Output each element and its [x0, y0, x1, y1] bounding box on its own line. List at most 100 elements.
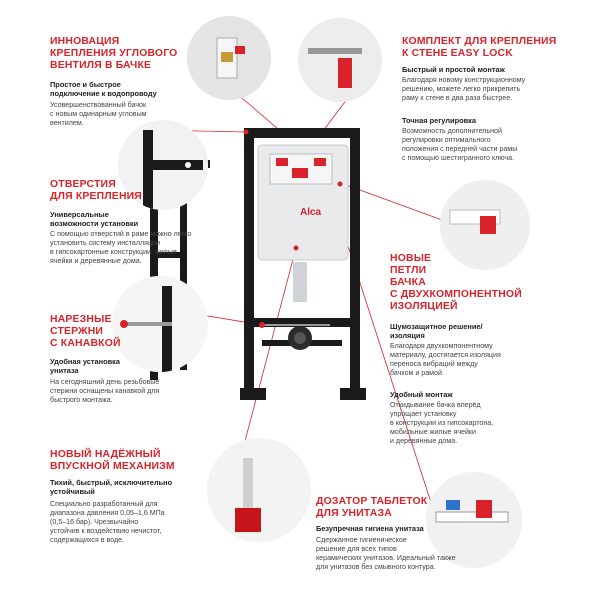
threaded-rods-body: На сегодняшний день резьбовые стержни ос… [50, 378, 159, 405]
corner-valve-title: ИННОВАЦИЯ КРЕПЛЕНИЯ УГЛОВОГО ВЕНТИЛЯ В Б… [50, 36, 177, 72]
intake-valve-body-line: (0,5–16 бар). Чрезвычайно [50, 517, 139, 526]
mount-kit-body2-line: Возможность дополнительной [402, 127, 502, 135]
intake-valve-body: Специально разработанный для диапазона д… [50, 500, 165, 545]
holes-body: С помощью отверстий в раме можно легко у… [50, 230, 191, 266]
holes-body-line: С помощью отверстий в раме можно легко [50, 230, 192, 238]
tank-loops-body2-line: и деревянные дома. [390, 436, 458, 445]
tank-loops-title-line: БАЧКА [390, 277, 426, 288]
mount-kit-sub1-line: Быстрый и простой монтаж [402, 65, 505, 74]
mount-kit-sub2: Точная регулировка [402, 116, 476, 125]
detail-corner-valve [187, 16, 271, 100]
corner-valve-subtitle-line: Простое и быстрое [50, 80, 121, 89]
detail-threaded-rods [112, 276, 208, 372]
holes-subtitle-line: Универсальные [50, 210, 109, 219]
tank-loops-body1-line: бачком и рамой. [390, 368, 444, 377]
corner-valve-body-line: с новым одинарным угловым [50, 109, 147, 118]
mount-kit-body1-line: раму к стене в два раза быстрее. [402, 93, 513, 102]
brand-logo: Alca [300, 208, 321, 218]
intake-valve-title-line: НОВЫЙ НАДЁЖНЫЙ [50, 449, 161, 460]
hotspot-markers [243, 129, 343, 251]
holes-body-line: ячейки и деревянные дома. [50, 256, 142, 265]
tablet-dispenser-body-line: керамических унитазов. Идеальный также [316, 553, 456, 562]
tank-loops-body1: Благодаря двухкомпонентному материалу, д… [390, 342, 501, 378]
tank-loops-body1-line: переноса вибраций между [390, 359, 478, 368]
tablet-dispenser-title-line: ДОЗАТОР ТАБЛЕТОК [316, 496, 428, 507]
drain-pipes [288, 262, 312, 350]
tablet-dispenser-subtitle-line: Безупречная гигиена унитаза [316, 524, 424, 533]
corner-valve-subtitle-line: подключение к водопроводу [50, 89, 157, 98]
holes-body-line: установить систему инсталляции [50, 238, 160, 247]
mount-kit-body2-line: с помощью шестигранного ключа. [402, 153, 515, 162]
tank-loops-sub2: Удобный монтаж [390, 390, 453, 399]
tank-loops-body2-line: мобильные жилые ячейки [390, 427, 476, 436]
intake-valve-subtitle-line: устойчивый [50, 487, 95, 496]
intake-valve-subtitle: Тихий, быстрый, исключительно устойчивый [50, 478, 172, 496]
tank-loops-sub2-line: Удобный монтаж [390, 390, 453, 399]
tank-loops-title-line: ИЗОЛЯЦИЕЙ [390, 301, 458, 312]
mount-kit-body2: Возможность дополнительной регулировки о… [402, 127, 517, 163]
detail-tablet-dispenser [426, 472, 522, 568]
mount-kit-body1: Благодаря новому конструкционному решени… [402, 76, 525, 103]
threaded-rods-subtitle-line: унитаза [50, 366, 79, 375]
tank-loops-body2-line: в конструкции из гипсокартона, [390, 418, 494, 427]
tank-loops-body2: Откидывание бачка вперёд упрощает устано… [390, 401, 493, 446]
threaded-rods-title-line: СТЕРЖНИ [50, 326, 104, 337]
tablet-dispenser-title: ДОЗАТОР ТАБЛЕТОК ДЛЯ УНИТАЗА [316, 496, 427, 520]
detail-tank-loops [440, 180, 530, 270]
mount-kit-title-line: КОМПЛЕКТ ДЛЯ КРЕПЛЕНИЯ [402, 36, 557, 47]
tablet-dispenser-subtitle: Безупречная гигиена унитаза [316, 524, 424, 533]
mount-kit-body2-line: положения с передней части рамы [402, 144, 518, 153]
corner-valve-body-line: вентилем. [50, 118, 84, 127]
tank-loops-title-line: НОВЫЕ [390, 253, 432, 264]
mount-kit-sub1: Быстрый и простой монтаж [402, 65, 505, 74]
mount-kit-sub2-line: Точная регулировка [402, 116, 476, 125]
tank-loops-title: НОВЫЕ ПЕТЛИ БАЧКА С ДВУХКОМПОНЕНТНОЙ ИЗО… [390, 253, 522, 313]
cistern [257, 144, 349, 261]
tablet-dispenser-title-line: ДЛЯ УНИТАЗА [316, 508, 392, 519]
tablet-dispenser-body-line: решение для всех типов [316, 544, 397, 553]
intake-valve-body-line: Специально разработанный для [50, 500, 158, 508]
holes-subtitle-line: возможности установки [50, 219, 139, 228]
intake-valve-title-line: ВПУСКНОЙ МЕХАНИЗМ [50, 461, 175, 472]
holes-subtitle: Универсальные возможности установки [50, 210, 138, 228]
corner-valve-body-line: Усовершенствованный бачок [50, 101, 147, 109]
tank-loops-sub1-line: Шумозащитное решение/ [390, 322, 483, 331]
corner-valve-title-line: ИННОВАЦИЯ [50, 36, 120, 47]
holes-title: ОТВЕРСТИЯ ДЛЯ КРЕПЛЕНИЯ [50, 179, 142, 203]
tank-loops-sub1-line: изоляция [390, 331, 425, 340]
mount-kit-body1-line: Благодаря новому конструкционному [402, 76, 526, 84]
threaded-rods-body-line: На сегодняшний день резьбовые [50, 378, 160, 386]
tank-loops-body2-line: упрощает установку [390, 409, 457, 418]
brand-logo-text: Alca [300, 207, 322, 218]
threaded-rods-subtitle-line: Удобная установка [50, 357, 120, 366]
corner-valve-subtitle: Простое и быстрое подключение к водопров… [50, 80, 157, 98]
corner-valve-body: Усовершенствованный бачок с новым одинар… [50, 101, 147, 128]
detail-intake-valve [207, 438, 311, 542]
holes-title-line: ОТВЕРСТИЯ [50, 179, 116, 190]
intake-valve-body-line: диапазона давления 0,05–1,6 МПа [50, 508, 165, 517]
detail-holes [118, 120, 208, 210]
threaded-rods-title: НАРЕЗНЫЕ СТЕРЖНИ С КАНАВКОЙ [50, 314, 121, 350]
intake-valve-body-line: устойчив к воздействию нечистот, [50, 526, 162, 535]
threaded-rods-title-line: НАРЕЗНЫЕ [50, 314, 112, 325]
tablet-dispenser-body: Сдержанное гигиеническое решение для все… [316, 536, 456, 572]
threaded-rods-subtitle: Удобная установка унитаза [50, 357, 120, 375]
threaded-rods-body-line: быстрого монтажа. [50, 395, 113, 404]
mount-kit-body2-line: регулировки оптимального [402, 135, 491, 144]
corner-valve-title-line: ВЕНТИЛЯ В БАЧКЕ [50, 60, 152, 71]
tank-loops-body2-line: Откидывание бачка вперёд [390, 401, 481, 409]
threaded-rods-title-line: С КАНАВКОЙ [50, 338, 121, 349]
holes-title-line: ДЛЯ КРЕПЛЕНИЯ [50, 191, 142, 202]
intake-valve-body-line: содержащихся в воде. [50, 535, 125, 544]
tank-loops-body1-line: материалу, достигается изоляция [390, 350, 501, 359]
leader-line-intake-valve [239, 247, 297, 461]
mount-kit-title-line: К СТЕНЕ EASY LOCK [402, 48, 513, 59]
threaded-rods-body-line: стержни оснащены канавкой для [50, 386, 160, 395]
tank-loops-title-line: ПЕТЛИ [390, 265, 427, 276]
tank-loops-title-line: С ДВУХКОМПОНЕНТНОЙ [390, 289, 522, 300]
detail-mount-kit [298, 18, 382, 102]
tablet-dispenser-body-line: Сдержанное гигиеническое [316, 536, 407, 544]
intake-valve-subtitle-line: Тихий, быстрый, исключительно [50, 478, 173, 487]
